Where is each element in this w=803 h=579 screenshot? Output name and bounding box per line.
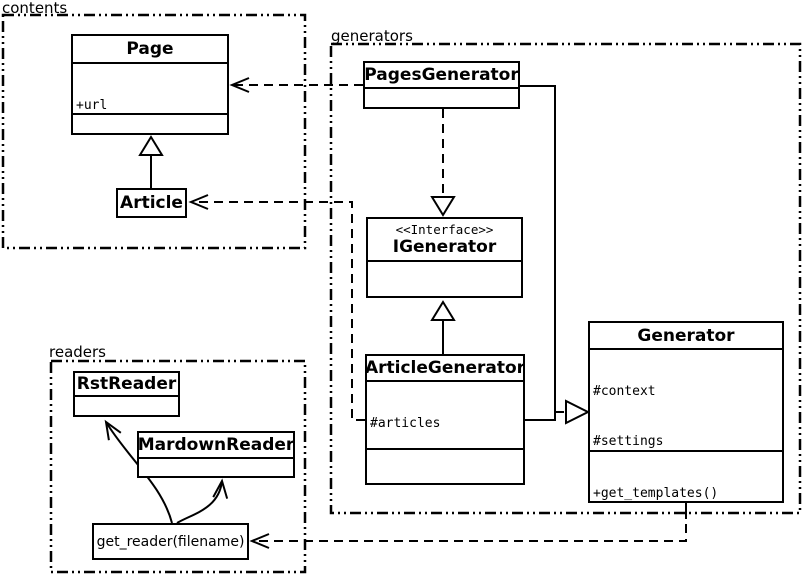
package-contents-border (1, 13, 307, 250)
class-article: Article (116, 188, 187, 218)
class-mardownreader: MardownReader +read() (137, 431, 295, 478)
class-mardownreader-title: MardownReader (139, 433, 293, 459)
realization-triangle-igenerator-top (430, 196, 456, 217)
attribute: #context (593, 384, 656, 399)
class-igenerator-methods: +generate_context() +generate_output() (368, 262, 521, 296)
class-igenerator-stereotype: <<Interface>> (395, 222, 494, 237)
class-igenerator: <<Interface>> IGenerator +generate_conte… (366, 217, 523, 298)
class-rstreader-methods: +read() (75, 397, 178, 415)
class-rstreader: RstReader +read() (73, 371, 180, 417)
dependency-line-generator-to-getreader (249, 524, 687, 549)
class-pagesgenerator-title: PagesGenerator (365, 63, 518, 89)
class-articlegenerator-title: ArticleGenerator (367, 356, 523, 382)
class-articlegenerator: ArticleGenerator #articles #dates #tags … (365, 354, 525, 485)
class-igenerator-title: <<Interface>> IGenerator (368, 219, 521, 262)
class-articlegenerator-methods: +generate_feeds() +generate_pages() (367, 450, 523, 483)
class-generator: Generator #context #settings #path #them… (588, 321, 784, 503)
class-page-title: Page (73, 36, 227, 64)
inheritance-line-articlegenerator-to-generator (525, 412, 556, 421)
realization-triangle-igenerator-bottom (430, 300, 456, 321)
class-generator-methods: +get_templates() +get_files(path,exclude… (590, 452, 782, 501)
inheritance-triangle-page (138, 135, 164, 156)
inheritance-line-pagesgenerator-to-generator (520, 85, 564, 413)
package-readers-border (49, 359, 307, 574)
package-label-generators: generators (331, 27, 413, 45)
class-pagesgenerator-attributes: #pages (365, 89, 518, 107)
node-get-reader-label: get_reader(filename) (96, 533, 245, 550)
class-page: Page +url +slug +summary +check_properti… (71, 34, 229, 135)
class-generator-attributes: #context #settings #path #theme #output_… (590, 350, 782, 452)
class-article-title: Article (120, 193, 183, 213)
attribute: #settings (593, 433, 664, 449)
node-get-reader: get_reader(filename) (92, 523, 249, 560)
class-pagesgenerator: PagesGenerator #pages (363, 61, 520, 109)
package-label-contents: contents (2, 0, 68, 17)
class-mardownreader-methods: +read() (139, 459, 293, 476)
inheritance-triangle-generator (565, 399, 591, 425)
dependency-line-articlegenerator-to-article (188, 194, 365, 421)
class-page-attributes: +url +slug +summary (73, 64, 227, 115)
class-rstreader-title: RstReader (75, 373, 178, 397)
arrow-getreader-to-mardownreader (176, 478, 229, 524)
package-label-readers: readers (49, 343, 106, 361)
package-generators-border (329, 42, 802, 515)
class-page-methods: +check_properties() (73, 115, 227, 133)
class-generator-title: Generator (590, 323, 782, 350)
class-articlegenerator-attributes: #articles #dates #tags #categories (367, 382, 523, 450)
attribute: +url (76, 98, 108, 113)
class-igenerator-name: IGenerator (392, 237, 497, 257)
method: +get_templates() (593, 486, 719, 501)
attribute: #articles (370, 416, 441, 431)
